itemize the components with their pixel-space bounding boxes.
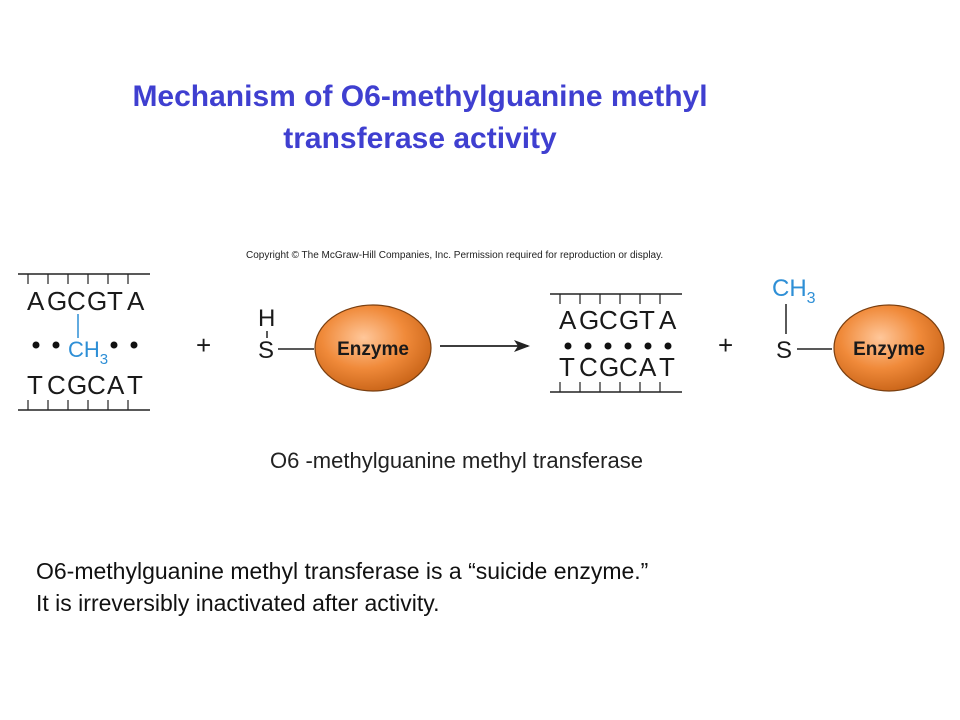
slide-title-line-2: transferase activity [283, 122, 557, 155]
base-top-2: G [47, 286, 67, 316]
enzyme-label: Enzyme [337, 339, 409, 360]
methyl-group: CH3 [68, 337, 108, 368]
base-bottom-2: C [47, 370, 66, 400]
base-bottom-1: T [27, 370, 43, 400]
hydrogen-atom: H [258, 305, 275, 332]
explanation-line-2: It is irreversibly inactivated after act… [36, 590, 440, 616]
base-bottom-6: T [127, 370, 143, 400]
plus-sign-2: + [718, 330, 733, 360]
reaction-diagram: A G C G T A CH3 T C G C A T + H S Enzyme [18, 273, 945, 411]
base-bottom-4: C [87, 370, 106, 400]
active-enzyme: H S Enzyme [258, 304, 432, 392]
figure-caption: O6 -methylguanine methyl transferase [270, 448, 643, 473]
base-top-3: C [67, 286, 86, 316]
explanation-text: O6-methylguanine methyl transferase is a… [36, 555, 648, 619]
base-bottom-6: T [659, 352, 675, 382]
base-top-1: A [27, 286, 45, 316]
base-bottom-5: A [107, 370, 125, 400]
transferred-methyl-group: CH3 [772, 275, 816, 307]
methylated-dna: A G C G T A CH3 T C G C A T [18, 273, 150, 411]
base-bottom-5: A [639, 352, 657, 382]
base-top-2: G [579, 305, 599, 335]
base-bottom-4: C [619, 352, 638, 382]
base-top-4: G [619, 305, 639, 335]
reaction-arrow [440, 340, 530, 352]
explanation-line-1: O6-methylguanine methyl transferase is a… [36, 558, 649, 584]
base-top-6: A [659, 305, 677, 335]
base-top-6: A [127, 286, 145, 316]
base-top-3: C [599, 305, 618, 335]
base-top-4: G [87, 286, 107, 316]
base-pair-dots [564, 342, 672, 350]
repaired-dna: A G C G T A T C G C A T [550, 293, 682, 393]
plus-sign-1: + [196, 330, 211, 360]
inactivated-enzyme: CH3 S Enzyme [772, 275, 945, 392]
base-bottom-2: C [579, 352, 598, 382]
base-top-5: T [639, 305, 655, 335]
enzyme-label: Enzyme [853, 339, 925, 360]
base-bottom-1: T [559, 352, 575, 382]
sulfur-atom: S [258, 337, 274, 364]
copyright-notice: Copyright © The McGraw-Hill Companies, I… [246, 250, 664, 261]
enzyme-ellipse [833, 304, 945, 392]
base-top-5: T [107, 286, 123, 316]
base-bottom-3: G [599, 352, 619, 382]
base-pair-dots [32, 341, 138, 349]
enzyme-ellipse [314, 304, 432, 392]
slide-title-line-1: Mechanism of O6-methylguanine methyl [132, 80, 708, 113]
base-bottom-3: G [67, 370, 87, 400]
base-top-1: A [559, 305, 577, 335]
sulfur-atom: S [776, 337, 792, 364]
